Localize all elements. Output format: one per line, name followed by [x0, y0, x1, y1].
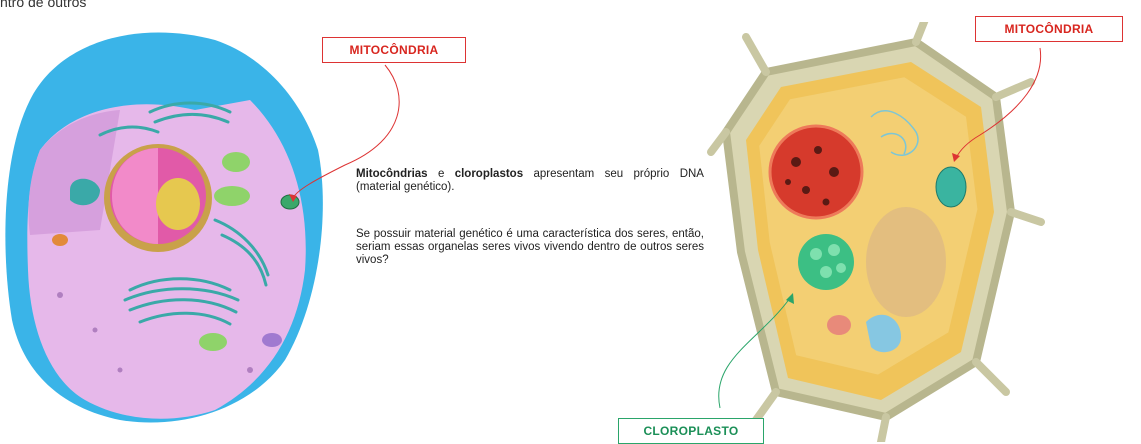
plant-mito-connector	[952, 47, 1042, 162]
clipped-top-text: ntro de outros	[0, 0, 87, 10]
plant-chloroplast-label: CLOROPLASTO	[618, 418, 764, 444]
connector-e: e	[427, 168, 455, 180]
paragraph-dna: Mitocôndrias e cloroplastos apresentam s…	[356, 168, 704, 194]
plant-chloro-connector	[718, 293, 794, 409]
paragraph-rest: apresentam seu próprio DNA (material gen…	[356, 168, 704, 193]
bold-cloroplastos: cloroplastos	[454, 168, 524, 180]
plant-cell-illustration	[707, 22, 1045, 442]
animal-mitochondria-label: MITOCÔNDRIA	[322, 37, 466, 63]
animal-mito-connector	[289, 64, 400, 202]
paragraph-question: Se possuir material genético é uma carac…	[356, 228, 704, 266]
bold-mitocondrias: Mitocôndrias	[356, 168, 428, 180]
animal-cell-illustration	[5, 32, 323, 423]
plant-mitochondria-label: MITOCÔNDRIA	[975, 16, 1123, 42]
